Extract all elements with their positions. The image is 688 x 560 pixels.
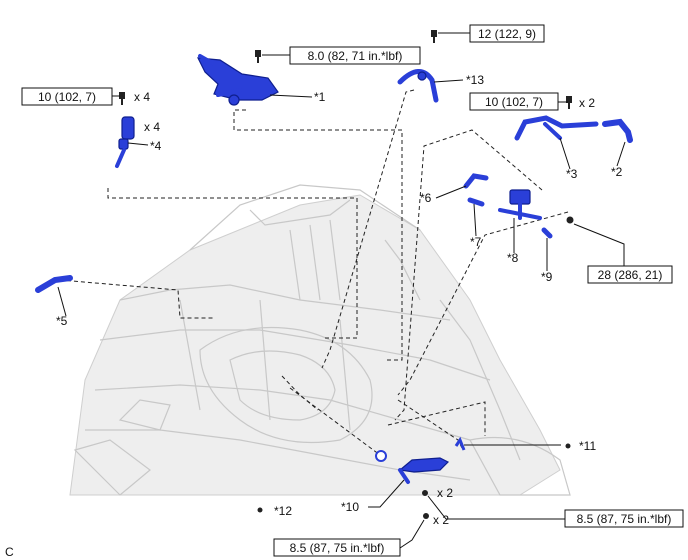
callout-5: *5 [56, 314, 68, 328]
qty-label: x 2 [437, 486, 453, 500]
callout-10: *10 [341, 500, 359, 514]
callout-12: *12 [274, 504, 292, 518]
figure-code: C [5, 545, 14, 559]
part-4-ignition-coil [115, 116, 135, 168]
part-7-hose [467, 197, 485, 207]
bolt-icons [119, 30, 574, 519]
part-callouts: *1 *2 *3 *4 *5 *6 *7 *8 *9 *10 *11 *12 *… [56, 73, 623, 518]
svg-text:8.5 (87, 75 in.*lbf): 8.5 (87, 75 in.*lbf) [290, 541, 385, 555]
svg-text:12 (122, 9): 12 (122, 9) [478, 27, 536, 41]
callout-9: *9 [541, 270, 553, 284]
qty-label: x 2 [433, 513, 449, 527]
qty-label: x 2 [579, 96, 595, 110]
torque-spec-1: 10 (102, 7) [21, 87, 113, 106]
callout-11: *11 [579, 439, 596, 453]
svg-text:10 (102, 7): 10 (102, 7) [485, 95, 543, 109]
svg-text:10 (102, 7): 10 (102, 7) [38, 90, 96, 104]
part-9-hose [541, 227, 553, 239]
torque-spec-6: 8.5 (87, 75 in.*lbf) [564, 509, 684, 528]
svg-text:8.0 (82, 71 in.*lbf): 8.0 (82, 71 in.*lbf) [308, 49, 403, 63]
part-13-hose [397, 69, 439, 103]
callout-2: *2 [611, 165, 623, 179]
torque-spec-3: 12 (122, 9) [469, 24, 545, 43]
svg-text:8.5 (87, 75 in.*lbf): 8.5 (87, 75 in.*lbf) [577, 512, 672, 526]
part-12-plug [375, 450, 387, 462]
callout-13: *13 [466, 73, 484, 87]
part-6-hose [463, 173, 489, 189]
part-10-bracket [398, 457, 450, 484]
torque-spec-5: 28 (286, 21) [587, 265, 673, 284]
svg-text:28 (286, 21): 28 (286, 21) [598, 268, 663, 282]
quantity-labels: x 4 x 4 x 2 x 2 x 2 [134, 90, 595, 527]
vehicle-illustration [69, 184, 571, 496]
callout-1: *1 [314, 90, 326, 104]
qty-label: x 4 [134, 90, 150, 104]
part-2-hose [602, 118, 633, 143]
part-1-canister-assembly [196, 54, 279, 106]
leader-lines [57, 32, 626, 549]
callout-7: *7 [470, 235, 482, 249]
callout-6: *6 [420, 191, 432, 205]
callout-4: *4 [150, 139, 162, 153]
part-5-hose [35, 275, 73, 293]
part-11-clip [454, 436, 466, 451]
torque-spec-4: 10 (102, 7) [469, 92, 559, 111]
callout-8: *8 [507, 251, 519, 265]
part-3-hose-assembly [514, 115, 599, 141]
torque-spec-7: 8.5 (87, 75 in.*lbf) [273, 538, 401, 557]
callout-3: *3 [566, 167, 578, 181]
qty-label: x 4 [144, 120, 160, 134]
torque-spec-2: 8.0 (82, 71 in.*lbf) [289, 46, 421, 65]
part-8-vsv-bracket [498, 189, 542, 220]
